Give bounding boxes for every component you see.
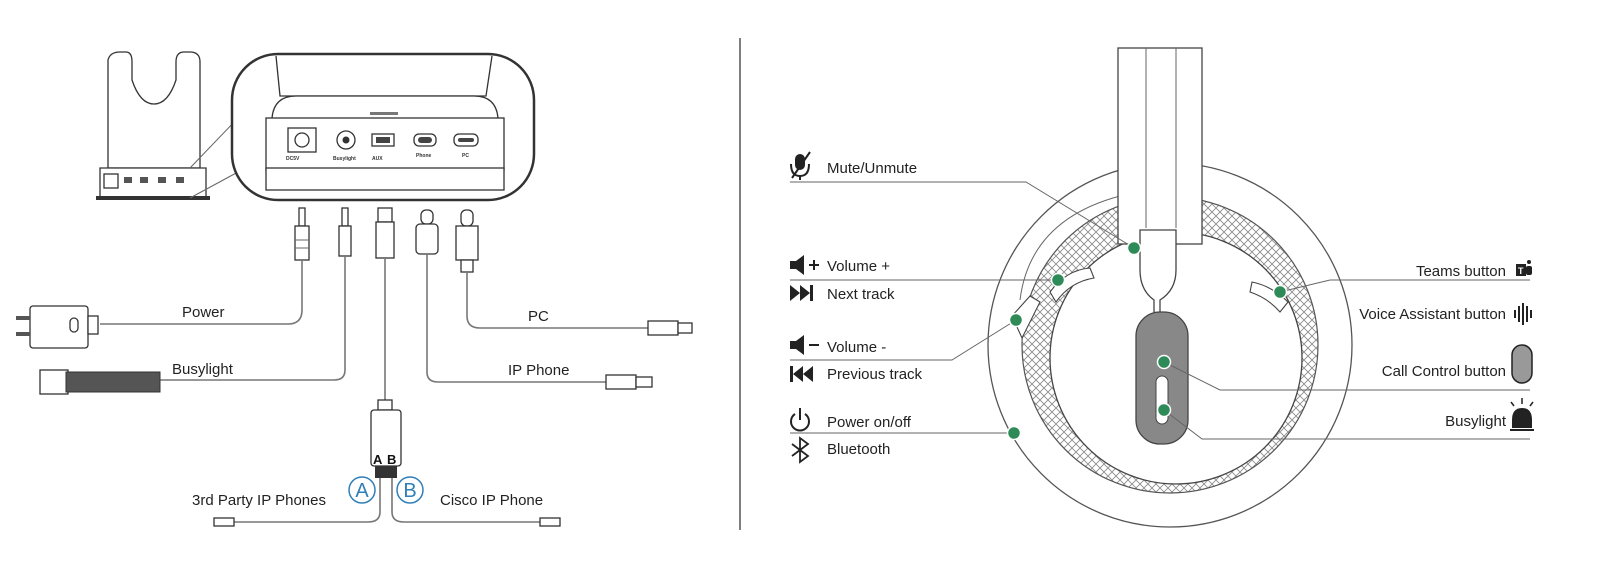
next-track-icon	[790, 285, 813, 301]
rj-plug-icons	[213, 517, 561, 527]
volume-up-icon	[790, 255, 819, 275]
volume-down-icon	[790, 335, 819, 355]
busylight-device-icon	[39, 369, 161, 395]
label-call-control-button: Call Control button	[1382, 363, 1506, 380]
circle-b-icon: B	[396, 476, 424, 504]
port-label-phone: Phone	[416, 153, 431, 159]
ports-zoom-callout: DC5V Busylight AUX Phone PC	[230, 52, 536, 202]
label-cisco-ip-phone: Cisco IP Phone	[440, 492, 543, 509]
power-adapter-icon	[16, 305, 99, 349]
label-volume-up: Volume +	[827, 258, 890, 275]
port-label-aux: AUX	[372, 156, 383, 162]
usb-a-plug-icons	[605, 320, 693, 390]
label-third-party-ip-phones: 3rd Party IP Phones	[192, 492, 326, 509]
base-station	[96, 51, 239, 200]
label-power-on-off: Power on/off	[827, 414, 912, 431]
voice-assistant-icon	[1514, 303, 1532, 325]
label-busylight-headset: Busylight	[1445, 413, 1507, 430]
cables	[100, 254, 648, 523]
previous-track-icon	[790, 366, 813, 382]
label-volume-down: Volume -	[827, 339, 886, 356]
label-voice-assistant-button: Voice Assistant button	[1359, 306, 1506, 323]
headset-drawing	[987, 47, 1353, 528]
teams-icon: T	[1516, 260, 1532, 276]
port-label-pc: PC	[462, 153, 469, 159]
busylight-icon	[1510, 398, 1534, 431]
label-power: Power	[182, 304, 225, 321]
callout-lines	[790, 181, 1530, 440]
mute-icon	[790, 151, 811, 180]
adapter-label-a: A	[373, 452, 383, 467]
callout-dots	[1006, 240, 1288, 441]
adapter-label-b: B	[387, 452, 396, 467]
adapter-box: A B	[370, 399, 402, 478]
label-mute-unmute: Mute/Unmute	[827, 160, 917, 177]
label-next-track: Next track	[827, 286, 895, 303]
circle-a-icon: A	[348, 476, 376, 504]
label-busylight: Busylight	[172, 361, 234, 378]
label-pc: PC	[528, 308, 549, 325]
label-ip-phone: IP Phone	[508, 362, 569, 379]
svg-text:A: A	[355, 480, 369, 502]
power-icon	[790, 408, 810, 432]
port-label-busylight: Busylight	[333, 156, 356, 162]
label-previous-track: Previous track	[827, 366, 923, 383]
call-control-icon	[1511, 344, 1533, 384]
label-bluetooth: Bluetooth	[827, 441, 890, 458]
label-teams-button: Teams button	[1416, 263, 1506, 280]
svg-text:T: T	[1518, 266, 1524, 276]
svg-text:B: B	[403, 480, 416, 502]
bluetooth-icon	[791, 436, 810, 464]
cable-plugs	[294, 207, 479, 273]
port-label-dc: DC5V	[286, 156, 300, 162]
